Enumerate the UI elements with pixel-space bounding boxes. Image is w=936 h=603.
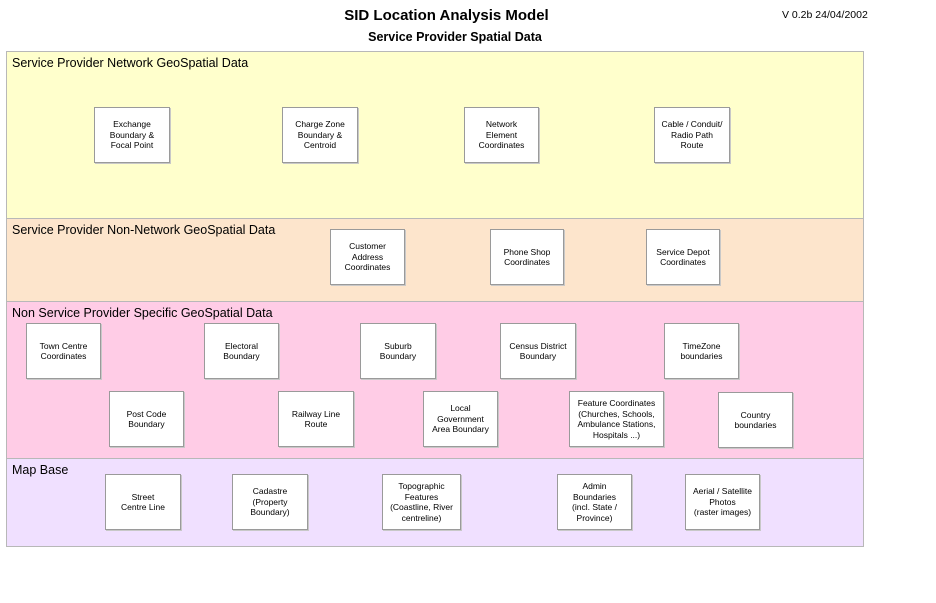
exchange-boundary-box[interactable]: Exchange Boundary & Focal Point [94, 107, 170, 163]
box-label: Post Code Boundary [126, 408, 167, 430]
box-label: Street Centre Line [121, 491, 165, 513]
box-label: Electoral Boundary [223, 340, 260, 362]
box-label: Suburb Boundary [379, 340, 417, 362]
town-centre-coordinates-box[interactable]: Town Centre Coordinates [26, 323, 101, 379]
cable-conduit-route-box[interactable]: Cable / Conduit/ Radio Path Route [654, 107, 730, 163]
box-label: Charge Zone Boundary & Centroid [295, 119, 345, 151]
box-label: Feature Coordinates (Churches, Schools, … [577, 398, 656, 440]
diagram-subtitle: Service Provider Spatial Data [368, 30, 542, 44]
customer-address-coordinates-box[interactable]: Customer Address Coordinates [330, 229, 405, 285]
version-label: V 0.2b 24/04/2002 [782, 9, 868, 21]
country-boundaries-box[interactable]: Country boundaries [718, 392, 793, 448]
box-label: Railway Line Route [291, 408, 341, 430]
box-label: Census District Boundary [509, 340, 567, 362]
box-label: Cadastre (Property Boundary) [250, 486, 290, 518]
box-label: Country boundaries [734, 409, 777, 431]
timezone-boundaries-box[interactable]: TimeZone boundaries [664, 323, 739, 379]
post-code-boundary-box[interactable]: Post Code Boundary [109, 391, 184, 447]
box-label: Network Element Coordinates [478, 119, 525, 151]
feature-coordinates-box[interactable]: Feature Coordinates (Churches, Schools, … [569, 391, 664, 447]
diagram-title: SID Location Analysis Model [344, 7, 549, 24]
street-centre-line-box[interactable]: Street Centre Line [105, 474, 181, 530]
aerial-satellite-photos-box[interactable]: Aerial / Satellite Photos (raster images… [685, 474, 760, 530]
census-district-boundary-box[interactable]: Census District Boundary [500, 323, 576, 379]
box-label: TimeZone boundaries [680, 340, 723, 362]
service-depot-coordinates-box[interactable]: Service Depot Coordinates [646, 229, 720, 285]
phone-shop-coordinates-box[interactable]: Phone Shop Coordinates [490, 229, 564, 285]
non-network-geospatial-band: Service Provider Non-Network GeoSpatial … [6, 218, 864, 302]
box-label: Service Depot Coordinates [656, 246, 710, 268]
topographic-features-box[interactable]: Topographic Features (Coastline, River c… [382, 474, 461, 530]
suburb-boundary-box[interactable]: Suburb Boundary [360, 323, 436, 379]
band-label: Service Provider Non-Network GeoSpatial … [12, 223, 276, 237]
electoral-boundary-box[interactable]: Electoral Boundary [204, 323, 279, 379]
cadastre-property-boundary-box[interactable]: Cadastre (Property Boundary) [232, 474, 308, 530]
box-label: Customer Address Coordinates [344, 241, 391, 273]
local-government-area-boundary-box[interactable]: Local Government Area Boundary [423, 391, 498, 447]
network-element-coordinates-box[interactable]: Network Element Coordinates [464, 107, 539, 163]
box-label: Phone Shop Coordinates [503, 246, 551, 268]
charge-zone-boundary-box[interactable]: Charge Zone Boundary & Centroid [282, 107, 358, 163]
band-label: Map Base [12, 463, 69, 477]
admin-boundaries-box[interactable]: Admin Boundaries (incl. State / Province… [557, 474, 632, 530]
railway-line-route-box[interactable]: Railway Line Route [278, 391, 354, 447]
box-label: Exchange Boundary & Focal Point [109, 119, 155, 151]
box-label: Town Centre Coordinates [39, 340, 88, 362]
box-label: Topographic Features (Coastline, River c… [390, 481, 453, 523]
band-label: Non Service Provider Specific GeoSpatial… [12, 306, 273, 320]
box-label: Aerial / Satellite Photos (raster images… [692, 486, 753, 518]
box-label: Admin Boundaries (incl. State / Province… [572, 481, 617, 523]
band-label: Service Provider Network GeoSpatial Data [12, 56, 249, 70]
box-label: Cable / Conduit/ Radio Path Route [661, 119, 723, 151]
box-label: Local Government Area Boundary [432, 403, 489, 435]
